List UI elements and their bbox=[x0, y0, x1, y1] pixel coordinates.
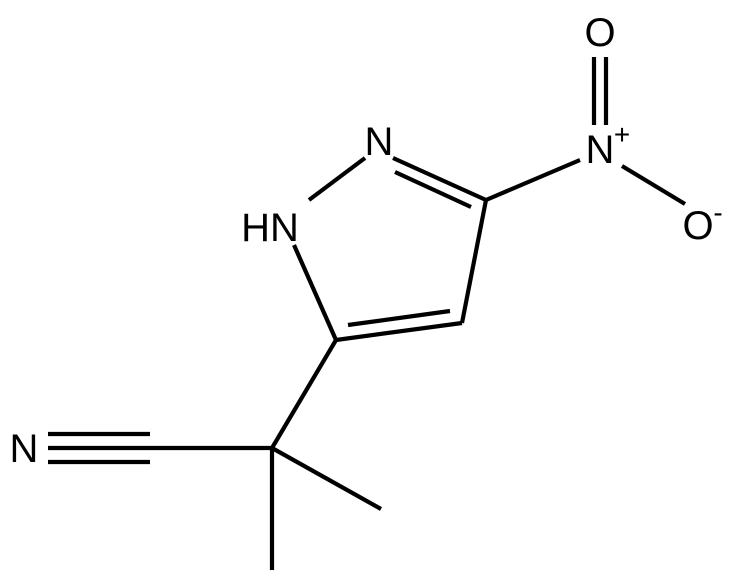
bond-c3-c4 bbox=[459, 199, 489, 324]
bond-c3-nitro-n bbox=[485, 158, 581, 202]
atom-ring-n1h: HN bbox=[241, 206, 299, 250]
bonds bbox=[48, 57, 687, 570]
bond-n1-n2 bbox=[307, 156, 367, 202]
atom-o-top: O bbox=[584, 11, 615, 55]
bond-nitro-n-o-single bbox=[620, 164, 687, 206]
bond-n2-c3-outer bbox=[392, 156, 487, 202]
charge-plus: + bbox=[614, 119, 630, 150]
atom-labels: O N + O - N HN N bbox=[10, 11, 723, 471]
bond-c4-c5-inner bbox=[347, 308, 451, 328]
bond-c4-c5-outer bbox=[335, 320, 463, 343]
atom-ring-n2: N bbox=[365, 120, 394, 164]
atom-nitrile-n: N bbox=[10, 427, 39, 471]
charge-minus: - bbox=[713, 197, 722, 228]
atom-o-minus: O bbox=[682, 204, 713, 248]
bond-c5-n1 bbox=[292, 244, 338, 341]
bond-cq-methyl-right bbox=[270, 446, 383, 511]
bond-c5-cq bbox=[270, 338, 338, 450]
bond-n2-c3-inner bbox=[394, 170, 472, 209]
atom-nitro-n: N bbox=[586, 128, 615, 172]
